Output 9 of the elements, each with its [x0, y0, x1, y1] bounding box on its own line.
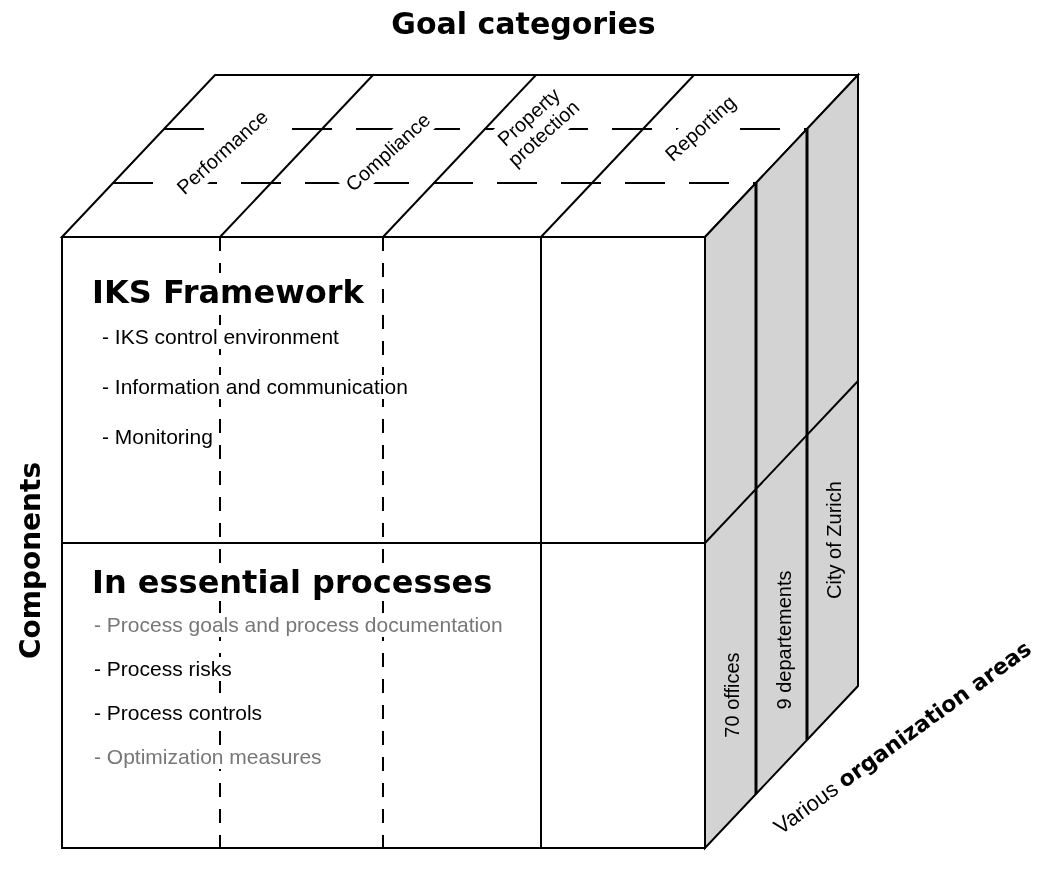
- list-item: - Process risks: [94, 657, 232, 681]
- list-item: - IKS control environment: [102, 325, 339, 349]
- title: Goal categories: [390, 6, 657, 41]
- list-item: - Information and communication: [102, 375, 408, 399]
- axis-label: Components: [13, 461, 47, 659]
- area-label: 9 departements: [773, 570, 795, 710]
- area-label: City of Zurich: [822, 481, 845, 599]
- list-item: - Process goals and process documentation: [94, 613, 503, 637]
- area-label: 70 offices: [720, 652, 743, 738]
